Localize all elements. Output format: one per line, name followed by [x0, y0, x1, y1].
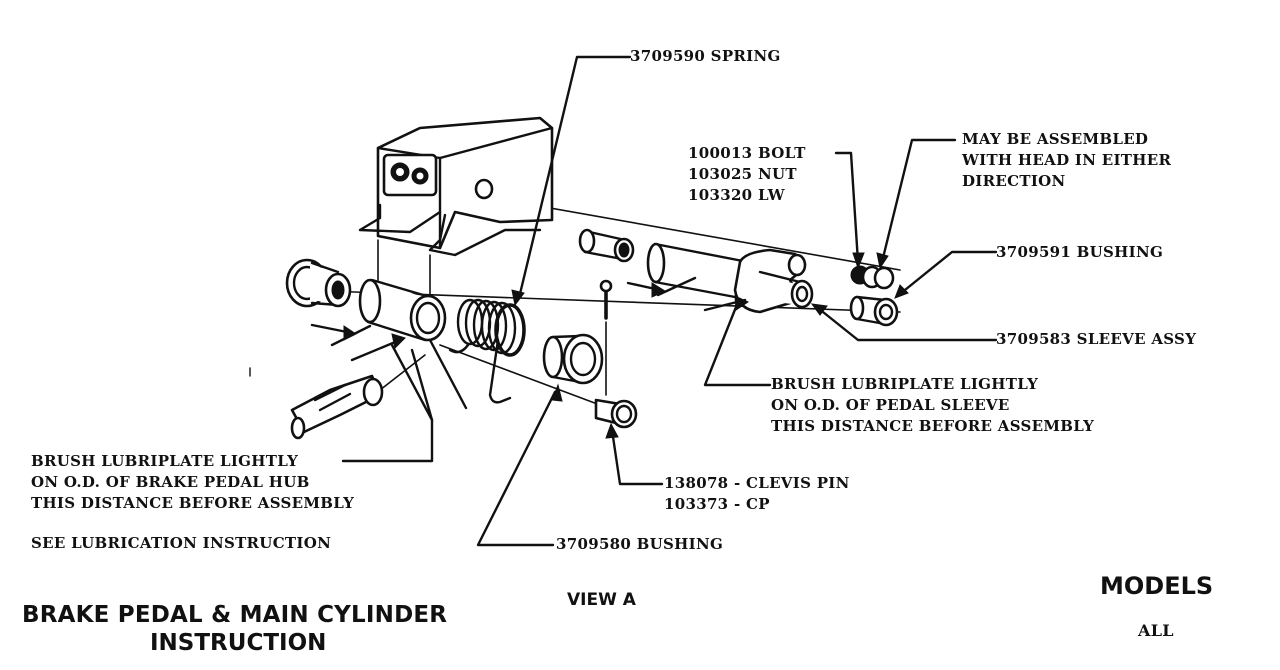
cotter-pin	[599, 279, 613, 396]
label-clevis-pin: 138078 - CLEVIS PIN	[664, 474, 850, 492]
note-line: THIS DISTANCE BEFORE ASSEMBLY	[31, 494, 355, 512]
label-bolt: 100013 BOLT	[688, 144, 806, 162]
label-clevis-group: 138078 - CLEVIS PIN 103373 - CP	[664, 473, 850, 515]
brake-pedal-hub	[358, 278, 447, 342]
label-bushing-3709591: 3709591 BUSHING	[996, 243, 1164, 261]
push-rod-clevis	[290, 374, 384, 440]
label-bushing-3709580: 3709580 BUSHING	[556, 535, 724, 553]
note-line: MAY BE ASSEMBLED	[962, 130, 1149, 148]
models-heading: MODELS	[1100, 572, 1214, 600]
flanged-bushing-left	[285, 258, 352, 308]
note-sleeve-lube: BRUSH LUBRIPLATE LIGHTLY ON O.D. OF PEDA…	[771, 374, 1094, 437]
label-lockwasher: 103320 LW	[688, 186, 785, 204]
pedal-sleeve	[646, 242, 750, 299]
models-value: ALL	[1138, 621, 1174, 640]
note-line: ON O.D. OF BRAKE PEDAL HUB	[31, 473, 310, 491]
note-line: ON O.D. OF PEDAL SLEEVE	[771, 396, 1010, 414]
small-bushing	[578, 228, 635, 263]
note-line: BRUSH LUBRIPLATE LIGHTLY	[31, 452, 299, 470]
note-line: THIS DISTANCE BEFORE ASSEMBLY	[771, 417, 1095, 435]
clevis-pin	[594, 398, 638, 429]
note-line: WITH HEAD IN EITHER	[962, 151, 1172, 169]
torsion-spring	[448, 298, 526, 404]
note-head-direction: MAY BE ASSEMBLED WITH HEAD IN EITHER DIR…	[962, 129, 1171, 192]
label-bolt-group: 100013 BOLT 103025 NUT 103320 LW	[688, 143, 806, 206]
pedal-bracket	[358, 116, 554, 296]
drawing-title-line1: BRAKE PEDAL & MAIN CYLINDER	[22, 602, 448, 628]
label-cotter-pin: 103373 - CP	[664, 495, 770, 513]
bolt-nut-lockwasher	[850, 265, 895, 290]
label-spring: 3709590 SPRING	[630, 47, 781, 65]
note-hub-lube: BRUSH LUBRIPLATE LIGHTLY ON O.D. OF BRAK…	[31, 451, 354, 514]
drawing-title-line2: INSTRUCTION	[150, 630, 327, 656]
bushing-3709591	[849, 295, 899, 327]
note-line: BRUSH LUBRIPLATE LIGHTLY	[771, 375, 1039, 393]
note-see-lubrication: SEE LUBRICATION INSTRUCTION	[31, 534, 332, 552]
label-nut: 103025 NUT	[688, 165, 797, 183]
leader-lines	[249, 55, 998, 547]
view-label: VIEW A	[567, 590, 636, 610]
note-line: DIRECTION	[962, 172, 1066, 190]
label-sleeve-assy: 3709583 SLEEVE ASSY	[996, 330, 1197, 348]
bushing-3709580	[542, 333, 604, 385]
